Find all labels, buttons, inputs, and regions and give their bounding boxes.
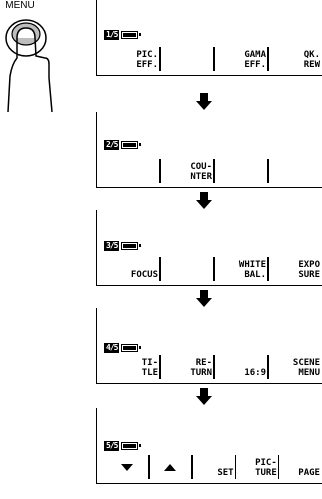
softkey-divider	[213, 159, 215, 183]
softkey-label: SURE	[298, 270, 320, 280]
softkey-label: PAGE	[298, 468, 320, 478]
softkey-label: EFF.	[244, 60, 266, 70]
softkey-1[interactable]: FOCUS	[107, 257, 158, 281]
softkey-1[interactable]	[107, 159, 158, 183]
softkey-3[interactable]: SET	[193, 455, 233, 479]
softkey-label: NTER	[190, 172, 212, 182]
battery-icon	[121, 31, 142, 39]
softkey-divider	[267, 47, 269, 71]
page-indicator: 2/5	[104, 140, 142, 151]
down-arrow-icon	[196, 93, 212, 110]
softkey-label: REW	[303, 60, 320, 70]
softkey-label: MENU	[298, 368, 320, 378]
softkey-label: EXPO	[298, 260, 320, 270]
softkey-divider	[159, 159, 161, 183]
softkey-label: FOCUS	[130, 270, 158, 280]
softkey-label: QK.	[303, 50, 320, 60]
page-indicator: 3/5	[104, 241, 142, 252]
softkey-divider	[159, 47, 161, 71]
menu-button-label: MENU	[5, 0, 35, 11]
softkey-label: EFF.	[136, 60, 158, 70]
softkey-divider	[267, 159, 269, 183]
softkey-label: SCENE	[292, 358, 320, 368]
softkey-label: TURN	[190, 368, 212, 378]
down-arrow-icon	[196, 388, 212, 405]
softkey-divider	[213, 257, 215, 281]
softkey-1[interactable]: PIC.EFF.	[107, 47, 158, 71]
softkey-label: WHITE	[238, 260, 266, 270]
page-number: 5/5	[104, 441, 120, 451]
battery-icon	[121, 442, 142, 450]
down-arrow-icon	[196, 290, 212, 307]
finger-press-icon[interactable]	[0, 12, 80, 122]
battery-icon	[121, 242, 142, 250]
page-indicator: 5/5	[104, 441, 142, 452]
softkey-divider	[213, 355, 215, 379]
softkey-label: PIC-	[255, 458, 277, 468]
scroll-up-icon	[164, 464, 177, 471]
page-number: 3/5	[104, 241, 120, 251]
softkey-4[interactable]: QK.REW	[269, 47, 320, 71]
softkey-label: BAL.	[244, 270, 266, 280]
page-number: 2/5	[104, 140, 120, 150]
softkey-divider	[267, 355, 269, 379]
softkey-3[interactable]	[215, 159, 266, 183]
softkey-2[interactable]: COU-NTER	[161, 159, 212, 183]
page-number: 4/5	[104, 343, 120, 353]
battery-icon	[121, 141, 142, 149]
softkey-5[interactable]: PAGE	[280, 455, 320, 479]
softkey-row: COU-NTER	[97, 159, 322, 183]
softkey-divider	[159, 355, 161, 379]
softkey-3[interactable]: 16:9	[215, 355, 266, 379]
softkey-divider	[277, 455, 280, 479]
battery-icon	[121, 344, 142, 352]
softkey-label: TLE	[141, 368, 158, 378]
softkey-divider	[267, 257, 269, 281]
page-indicator: 4/5	[104, 343, 142, 354]
scroll-down-icon	[121, 464, 134, 471]
softkey-divider	[191, 455, 193, 479]
softkey-label: SET	[217, 468, 234, 478]
softkey-divider	[159, 257, 161, 281]
softkey-1[interactable]: TI-TLE	[107, 355, 158, 379]
softkey-label: COU-	[190, 162, 212, 172]
softkey-divider	[213, 47, 215, 71]
down-arrow-icon	[196, 192, 212, 209]
softkey-label: 16:9	[244, 368, 266, 378]
softkey-1[interactable]	[107, 455, 147, 479]
softkey-label: PIC.	[136, 50, 158, 60]
page-indicator: 1/5	[104, 30, 142, 41]
softkey-2[interactable]: RE-TURN	[161, 355, 212, 379]
softkey-label: RE-	[195, 358, 212, 368]
softkey-4[interactable]: PIC-TURE	[237, 455, 277, 479]
softkey-2[interactable]	[150, 455, 190, 479]
softkey-divider	[148, 455, 150, 479]
softkey-4[interactable]	[269, 159, 320, 183]
page-number: 1/5	[104, 30, 120, 40]
softkey-label: GAMA	[244, 50, 266, 60]
softkey-label: TI-	[141, 358, 158, 368]
softkey-2[interactable]	[161, 257, 212, 281]
softkey-divider	[234, 455, 237, 479]
softkey-2[interactable]	[161, 47, 212, 71]
softkey-label: TURE	[255, 468, 277, 478]
